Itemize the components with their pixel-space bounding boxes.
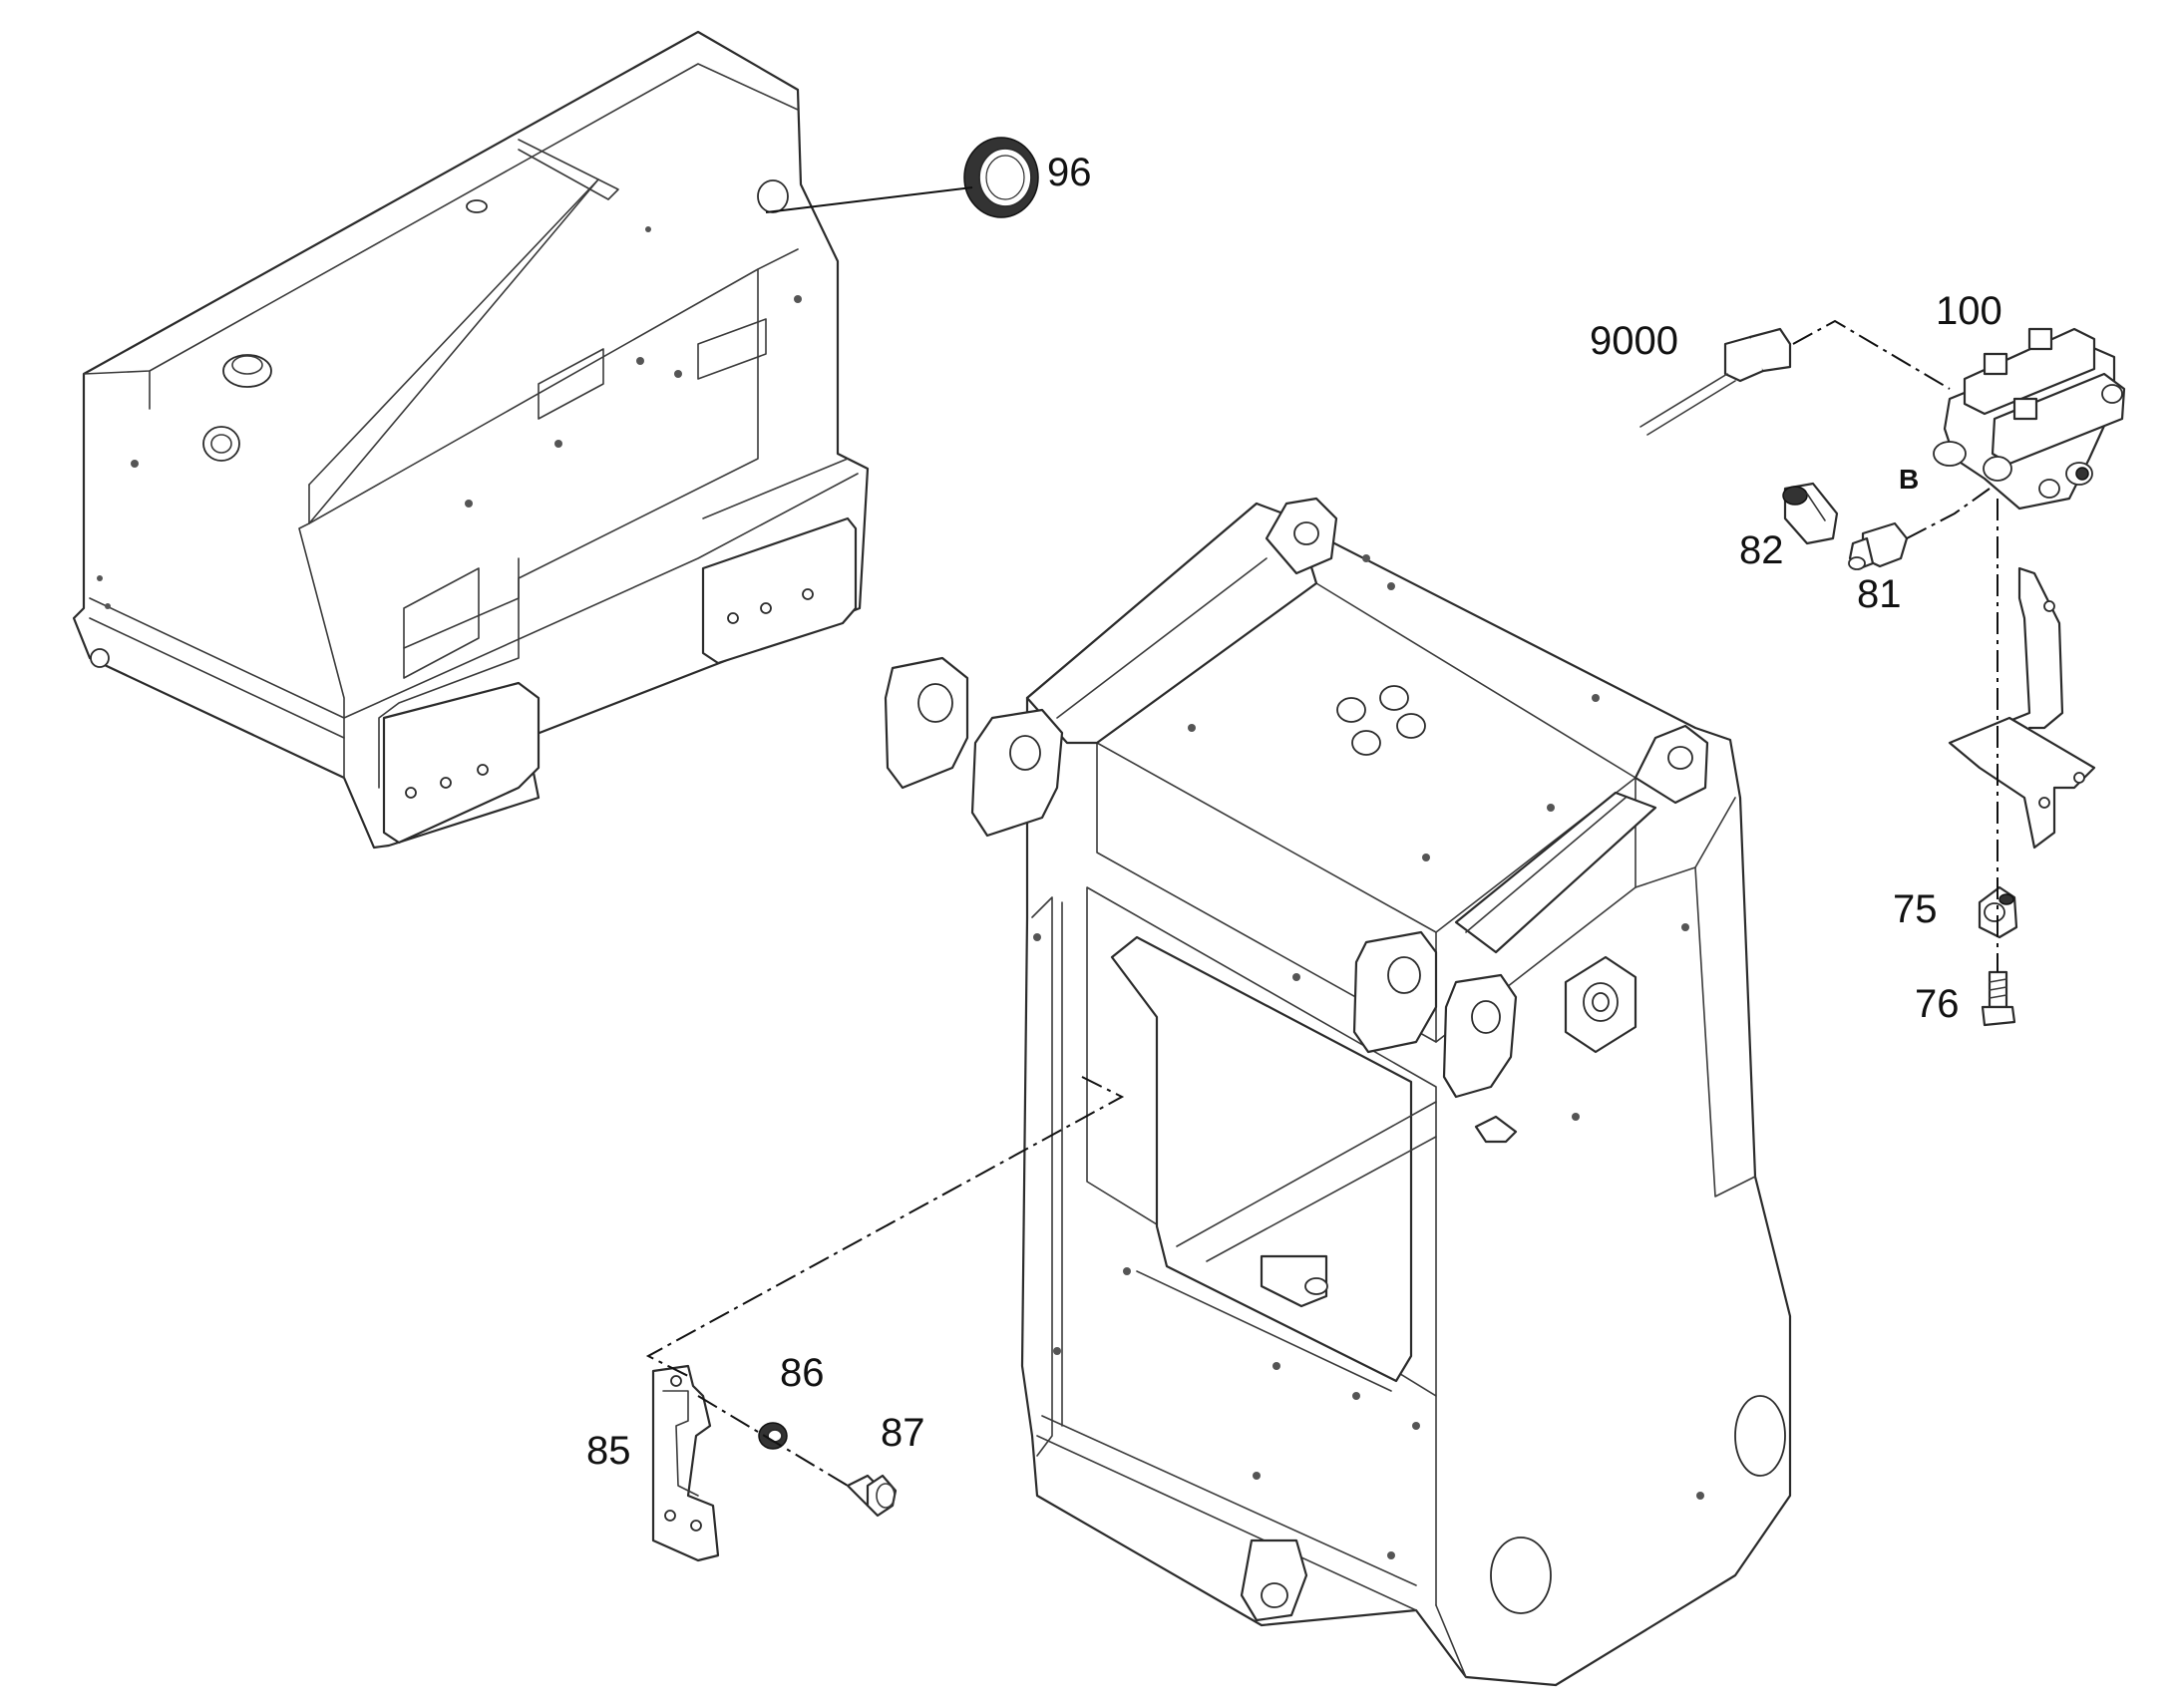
callout-100: 100 (1936, 289, 2002, 333)
centerline-fitting-to-valve (1906, 488, 1991, 539)
callout-87: 87 (881, 1411, 925, 1455)
callout-76: 76 (1915, 982, 1960, 1026)
centerline-frame-to-plate (645, 1076, 1125, 1377)
callout-82: 82 (1739, 528, 1784, 572)
callout-86: 86 (780, 1351, 825, 1395)
bolt-76 (1981, 970, 2016, 1027)
valve-block-100 (1933, 327, 2126, 511)
mounting-bracket-right (1948, 566, 2096, 850)
hood-housing (72, 30, 870, 850)
grommet-96 (963, 137, 1039, 218)
main-frame (884, 497, 1792, 1687)
callout-75: 75 (1893, 887, 1938, 931)
clamp-75 (1978, 885, 2018, 939)
leader-96 (765, 186, 973, 213)
callout-96: 96 (1047, 151, 1092, 194)
elbow-fitting-81 (1848, 521, 1909, 570)
centerline-plate-to-bolt (697, 1395, 849, 1487)
view-label-b: B (1899, 464, 1919, 495)
washer-86 (758, 1422, 788, 1450)
bracket-plate-85 (651, 1364, 720, 1562)
callout-85: 85 (586, 1429, 631, 1473)
centerline-sensor-to-valve (1792, 319, 1951, 390)
fitting-82 (1782, 482, 1839, 545)
callout-81: 81 (1857, 572, 1902, 616)
bolt-87 (846, 1474, 898, 1518)
sensor-cable-9000 (1639, 327, 1792, 436)
callout-9000: 9000 (1590, 319, 1678, 363)
